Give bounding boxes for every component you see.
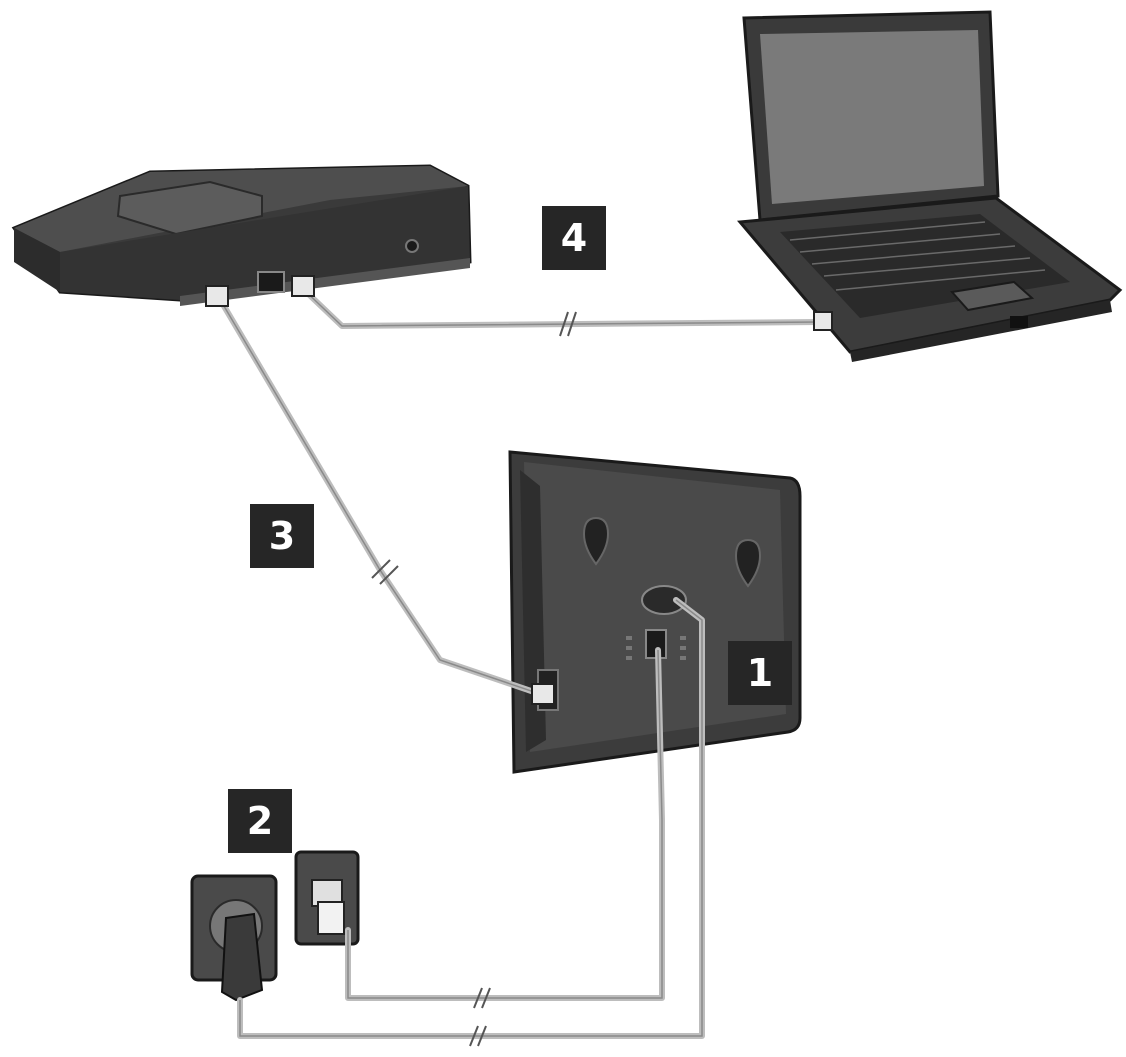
step-badge-3: 3 xyxy=(250,504,314,568)
connector xyxy=(206,286,228,306)
router xyxy=(14,166,470,306)
step-badge-4: 4 xyxy=(542,206,606,270)
phone-base-station xyxy=(510,452,800,772)
step-badge-1: 1 xyxy=(728,641,792,705)
cable-router-laptop xyxy=(300,286,820,326)
step-badge-2: 2 xyxy=(228,789,292,853)
connector xyxy=(532,684,554,704)
router-lan-port xyxy=(258,272,284,292)
connector xyxy=(292,276,314,296)
laptop xyxy=(740,12,1120,362)
connector xyxy=(814,312,832,330)
cable-router-base xyxy=(218,296,540,694)
power-socket xyxy=(192,876,276,1000)
